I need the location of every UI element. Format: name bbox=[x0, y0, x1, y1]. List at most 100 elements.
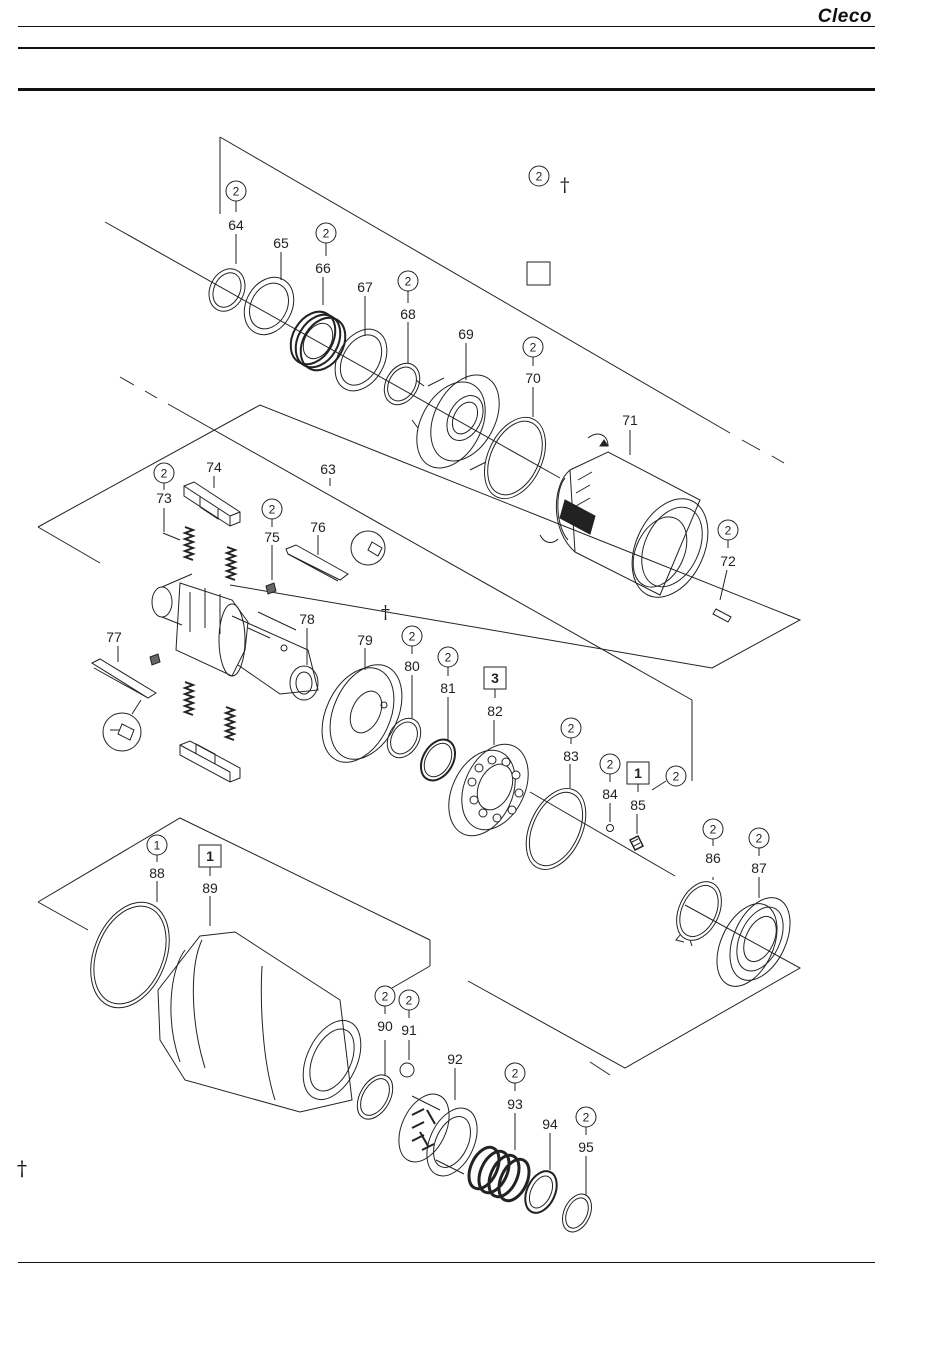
leader-lines bbox=[118, 234, 759, 1195]
callout-81: 2 81 bbox=[438, 647, 458, 696]
callout-83: 2 83 bbox=[561, 718, 581, 764]
svg-text:70: 70 bbox=[525, 370, 541, 386]
callout-68: 2 68 bbox=[398, 271, 418, 322]
svg-text:68: 68 bbox=[400, 306, 416, 322]
svg-text:72: 72 bbox=[720, 553, 736, 569]
callout-78: 78 bbox=[299, 611, 315, 627]
part-71-cylinder bbox=[540, 434, 723, 609]
svg-text:80: 80 bbox=[404, 658, 420, 674]
svg-text:2: 2 bbox=[323, 227, 330, 241]
svg-text:93: 93 bbox=[507, 1096, 523, 1112]
svg-text:2: 2 bbox=[406, 994, 413, 1008]
callout-80: 2 80 bbox=[402, 626, 422, 674]
svg-text:87: 87 bbox=[751, 860, 767, 876]
callout-94: 94 bbox=[542, 1116, 558, 1132]
part-88-o-ring bbox=[76, 891, 184, 1020]
part-rotor bbox=[152, 574, 318, 700]
svg-text:2: 2 bbox=[382, 990, 389, 1004]
callout-69: 69 bbox=[458, 326, 474, 342]
svg-text:75: 75 bbox=[264, 529, 280, 545]
svg-text:1: 1 bbox=[206, 848, 214, 864]
svg-text:2: 2 bbox=[673, 770, 680, 784]
part-77-pin bbox=[92, 659, 156, 751]
svg-text:1: 1 bbox=[634, 765, 642, 781]
svg-text:66: 66 bbox=[315, 260, 331, 276]
svg-text:2: 2 bbox=[583, 1111, 590, 1125]
svg-text:67: 67 bbox=[357, 279, 373, 295]
callout-64: 2 64 bbox=[226, 181, 246, 233]
svg-text:2: 2 bbox=[710, 823, 717, 837]
part-72-pin bbox=[713, 609, 731, 622]
svg-text:79: 79 bbox=[357, 632, 373, 648]
part-70-o-ring bbox=[472, 408, 557, 509]
part-81-ring bbox=[414, 733, 462, 786]
callout-77: 77 bbox=[106, 629, 122, 645]
svg-text:2: 2 bbox=[568, 722, 575, 736]
svg-text:63: 63 bbox=[320, 461, 336, 477]
svg-text:76: 76 bbox=[310, 519, 326, 535]
part-83-o-ring bbox=[514, 779, 597, 879]
svg-text:89: 89 bbox=[202, 880, 218, 896]
svg-text:73: 73 bbox=[156, 490, 172, 506]
legend-box bbox=[527, 262, 550, 285]
callout-95: 2 95 bbox=[576, 1107, 596, 1155]
svg-text:2: 2 bbox=[512, 1067, 519, 1081]
part-75-set-screw bbox=[150, 583, 276, 665]
callout-74: 74 bbox=[206, 459, 222, 475]
svg-text:82: 82 bbox=[487, 703, 503, 719]
callout-85: 1 85 2 bbox=[627, 762, 686, 813]
svg-text:64: 64 bbox=[228, 217, 244, 233]
legend-dagger-icon: † bbox=[560, 174, 570, 196]
svg-text:74: 74 bbox=[206, 459, 222, 475]
callout-70: 2 70 bbox=[523, 337, 543, 386]
part-84-ball bbox=[607, 825, 614, 832]
svg-text:71: 71 bbox=[622, 412, 638, 428]
svg-text:65: 65 bbox=[273, 235, 289, 251]
callout-73: 2 73 bbox=[154, 463, 174, 532]
callout-88: 1 88 bbox=[147, 835, 167, 881]
callout-76: 76 bbox=[310, 519, 326, 535]
svg-text:2: 2 bbox=[409, 630, 416, 644]
callout-92: 92 bbox=[447, 1051, 463, 1067]
callout-72: 2 72 bbox=[718, 520, 738, 569]
svg-text:2: 2 bbox=[607, 758, 614, 772]
part-93-spring bbox=[463, 1143, 535, 1206]
svg-text:86: 86 bbox=[705, 850, 721, 866]
part-85-set-screw bbox=[630, 836, 643, 850]
part-94-ring bbox=[519, 1166, 563, 1218]
svg-text:83: 83 bbox=[563, 748, 579, 764]
part-90-o-ring bbox=[350, 1069, 400, 1126]
svg-text:84: 84 bbox=[602, 786, 618, 802]
svg-text:77: 77 bbox=[106, 629, 122, 645]
part-79-end-plate bbox=[308, 653, 416, 774]
callout-63: 63 bbox=[320, 461, 336, 477]
part-92-muffler bbox=[389, 1086, 487, 1184]
svg-text:2: 2 bbox=[756, 832, 763, 846]
part-91-ball bbox=[400, 1063, 414, 1077]
svg-text:2: 2 bbox=[269, 503, 276, 517]
svg-text:88: 88 bbox=[149, 865, 165, 881]
callout-90: 2 90 bbox=[375, 986, 395, 1034]
svg-text:1: 1 bbox=[154, 839, 161, 853]
callout-75: 2 75 bbox=[262, 499, 282, 545]
lower-frame bbox=[38, 792, 800, 1075]
part-86-snap-ring bbox=[668, 874, 730, 947]
callout-89: 1 89 bbox=[199, 845, 221, 896]
callout-71: 71 bbox=[622, 412, 638, 428]
svg-text:94: 94 bbox=[542, 1116, 558, 1132]
callout-65: 65 bbox=[273, 235, 289, 251]
svg-text:81: 81 bbox=[440, 680, 456, 696]
legend-circle-badge: 2 bbox=[529, 166, 549, 186]
svg-text:2: 2 bbox=[405, 275, 412, 289]
callout-79: 79 bbox=[357, 632, 373, 648]
svg-text:2: 2 bbox=[161, 467, 168, 481]
callout-87: 2 87 bbox=[749, 828, 769, 876]
svg-text:90: 90 bbox=[377, 1018, 393, 1034]
callout-91: 2 91 bbox=[399, 990, 419, 1038]
dagger-icon: † bbox=[381, 602, 390, 623]
svg-text:92: 92 bbox=[447, 1051, 463, 1067]
svg-text:2: 2 bbox=[725, 524, 732, 538]
svg-text:2: 2 bbox=[530, 341, 537, 355]
svg-text:78: 78 bbox=[299, 611, 315, 627]
